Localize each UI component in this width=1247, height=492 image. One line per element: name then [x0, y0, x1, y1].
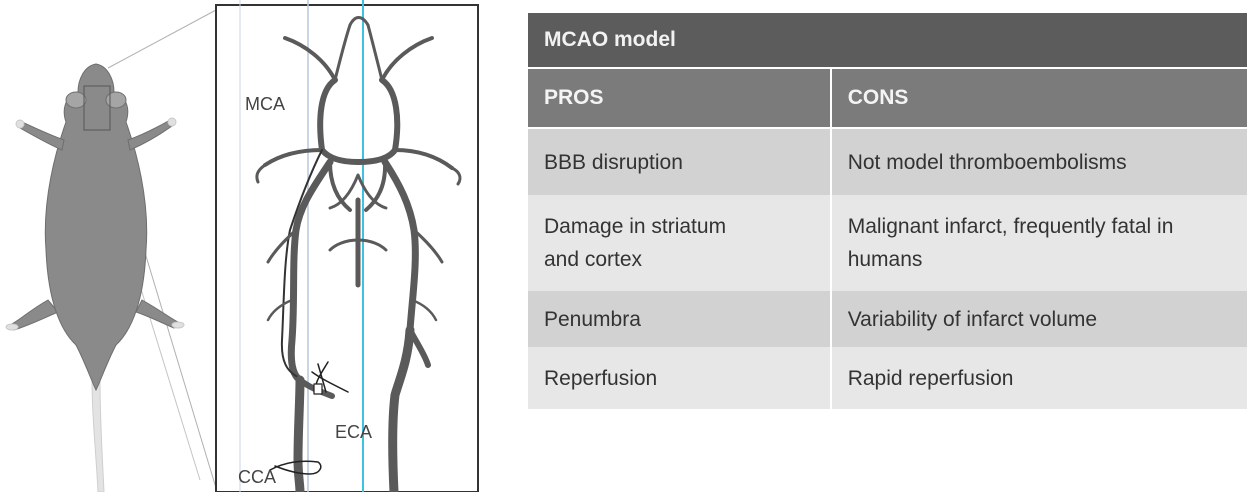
- pro-cell: Damage in striatum and cortex: [528, 195, 831, 291]
- header-cons: CONS: [831, 68, 1247, 128]
- mouse-icon: [6, 64, 184, 492]
- vascular-illustration: MCA ECA CCA: [0, 0, 500, 492]
- zoom-line-top: [108, 10, 216, 68]
- con-cell-text: Malignant infarct, frequently fatal in h…: [848, 210, 1208, 276]
- table-row: Damage in striatum and cortex Malignant …: [528, 195, 1247, 291]
- con-cell: Malignant infarct, frequently fatal in h…: [831, 195, 1247, 291]
- con-cell: Variability of infarct volume: [831, 291, 1247, 347]
- zoom-frame: [216, 5, 478, 492]
- pros-cons-table: MCAO model PROS CONS BBB disruption Not …: [528, 13, 1247, 409]
- label-cca: CCA: [238, 467, 276, 487]
- pro-cell-text: Damage in striatum and cortex: [544, 210, 754, 276]
- table-header-row: PROS CONS: [528, 68, 1247, 128]
- vessel-tree: [257, 18, 460, 492]
- table-row: BBB disruption Not model thromboembolism…: [528, 128, 1247, 195]
- label-mca: MCA: [245, 94, 285, 114]
- table-title-row: MCAO model: [528, 13, 1247, 68]
- pro-cell: BBB disruption: [528, 128, 831, 195]
- header-pros: PROS: [528, 68, 831, 128]
- label-eca: ECA: [335, 422, 372, 442]
- pro-cell: Reperfusion: [528, 347, 831, 409]
- table-row: Penumbra Variability of infarct volume: [528, 291, 1247, 347]
- pro-cell: Penumbra: [528, 291, 831, 347]
- con-cell: Rapid reperfusion: [831, 347, 1247, 409]
- table-title: MCAO model: [528, 13, 1247, 68]
- con-cell: Not model thromboembolisms: [831, 128, 1247, 195]
- table-row: Reperfusion Rapid reperfusion: [528, 347, 1247, 409]
